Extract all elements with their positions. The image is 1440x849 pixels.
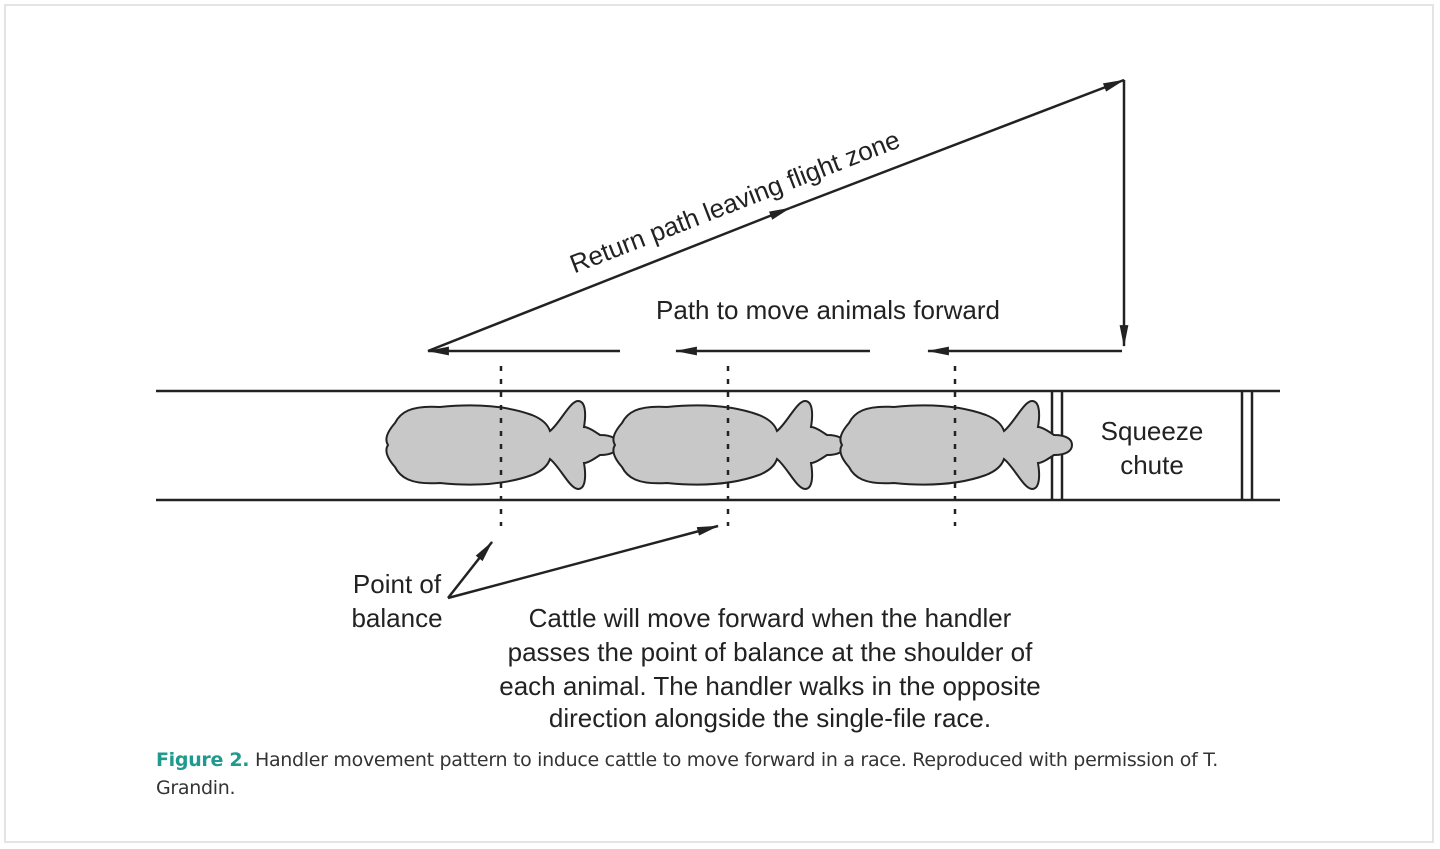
figure-label: Figure 2. bbox=[156, 749, 250, 771]
return-path-label: Return path leaving flight zone bbox=[566, 124, 904, 279]
balance-label-line1: Point of bbox=[353, 569, 442, 599]
chute-label-line2: chute bbox=[1120, 450, 1184, 480]
figure-caption: Figure 2. Handler movement pattern to in… bbox=[156, 746, 1296, 802]
balance-pointer-arrows bbox=[447, 524, 720, 600]
balance-label-line2: balance bbox=[351, 603, 442, 633]
return-path-arrows bbox=[427, 78, 1129, 353]
forward-path-label: Path to move animals forward bbox=[656, 295, 1000, 325]
explanation-line-4: direction alongside the single-file race… bbox=[549, 703, 991, 733]
explanation-line-2: passes the point of balance at the shoul… bbox=[508, 637, 1033, 667]
chute-label-line1: Squeeze bbox=[1101, 416, 1204, 446]
explanation-line-1: Cattle will move forward when the handle… bbox=[529, 603, 1012, 633]
explanation-line-3: each animal. The handler walks in the op… bbox=[499, 671, 1041, 701]
figure-caption-text: Handler movement pattern to induce cattl… bbox=[156, 749, 1219, 799]
